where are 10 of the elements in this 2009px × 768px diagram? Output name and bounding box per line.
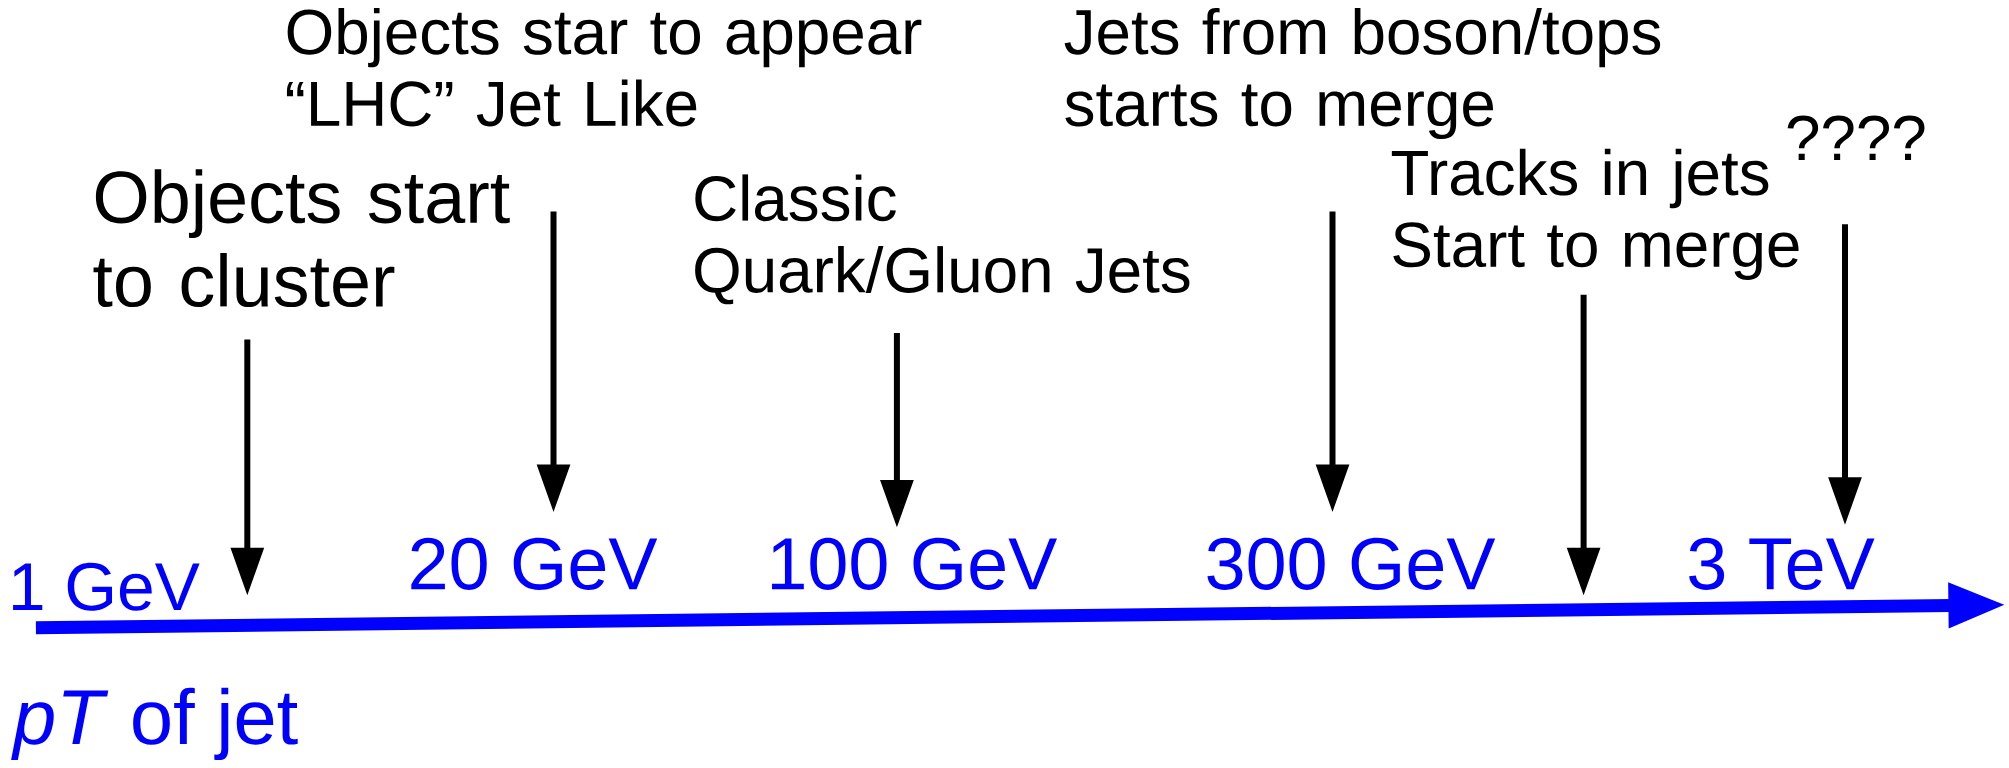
annotation-text: Jets from boson/tops starts to merge <box>1064 7 1661 140</box>
value-label: 300 GeV <box>1207 537 1496 590</box>
value-label: 20 GeV <box>411 537 658 590</box>
value-label: 100 GeV <box>772 537 1057 590</box>
value-label: 3 TeV <box>1689 537 1875 590</box>
annotation-text: Objects star to appear “LHC” Jet Like <box>286 7 922 127</box>
annotation-text: Objects start to cluster <box>93 169 510 308</box>
axis-title: pT of jet <box>11 687 298 761</box>
annotation-text: Classic Quark/Gluon Jets <box>695 174 1190 305</box>
value-label: 1 GeV <box>13 562 200 611</box>
